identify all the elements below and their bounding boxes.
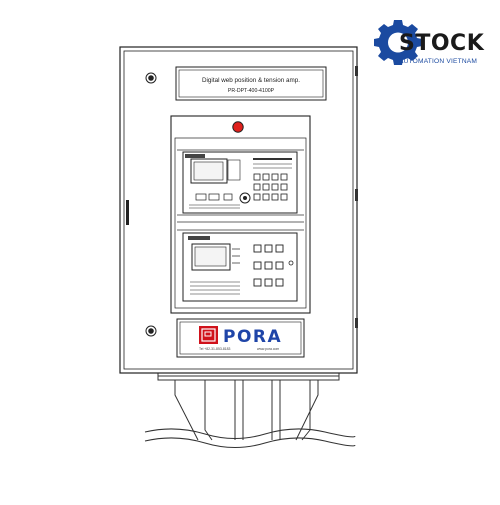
din-rail <box>177 149 304 231</box>
indicator-lamp <box>232 121 244 133</box>
watermark-subtitle: AUTOMATION VIETNAM <box>399 58 478 65</box>
nameplate-frame <box>175 66 327 101</box>
pora-badge-icon <box>199 326 218 344</box>
pora-contact: Tel +82-31-853-8183 <box>199 347 231 351</box>
gear-icon <box>374 20 422 65</box>
nameplate-model: PR-DPT-400-4100P <box>227 88 275 94</box>
watermark-brand: STOCK <box>399 31 485 56</box>
pora-brand-name: PORA <box>223 327 283 347</box>
pora-website: www.pora.com <box>257 347 280 351</box>
screws <box>145 72 157 337</box>
pora-plate-frame <box>176 318 305 358</box>
cabinet-stand <box>144 372 356 448</box>
door-latches <box>355 66 358 328</box>
controller-unit-lower <box>182 232 298 302</box>
nameplate-title: Digital web position & tension amp. <box>201 77 300 84</box>
controller-unit-upper <box>182 151 298 214</box>
door-hinge <box>126 200 129 225</box>
